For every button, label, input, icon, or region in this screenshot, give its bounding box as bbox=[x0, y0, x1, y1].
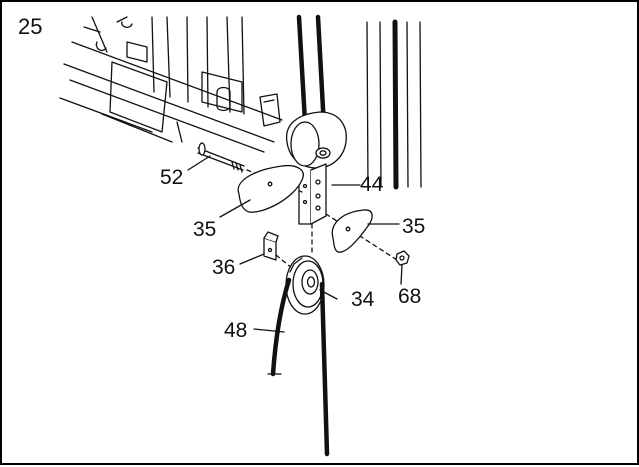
callout-clip: 36 bbox=[212, 256, 235, 279]
callout-cover-left: 35 bbox=[193, 218, 216, 241]
frame-uprights bbox=[366, 19, 422, 190]
callout-pulley: 34 bbox=[351, 288, 375, 311]
machine-frame bbox=[59, 16, 283, 153]
leader-lines bbox=[187, 155, 403, 333]
upper-pulley-bracket bbox=[286, 111, 347, 169]
clip-36 bbox=[263, 231, 279, 261]
nut-68 bbox=[395, 250, 410, 266]
pulley-34 bbox=[285, 255, 325, 315]
upper-cables bbox=[296, 14, 327, 130]
lower-cables bbox=[267, 277, 330, 457]
cover-plate-left bbox=[237, 164, 304, 213]
callout-cover-right: 35 bbox=[402, 215, 425, 238]
cover-plate-right bbox=[331, 209, 373, 253]
callout-bolt: 52 bbox=[160, 166, 183, 189]
bolt-52 bbox=[197, 142, 245, 173]
callout-nut: 68 bbox=[398, 285, 421, 308]
step-number: 25 bbox=[18, 14, 43, 39]
callout-cable: 48 bbox=[224, 319, 247, 342]
bracket-44 bbox=[298, 163, 327, 225]
callout-bracket: 44 bbox=[360, 173, 384, 196]
